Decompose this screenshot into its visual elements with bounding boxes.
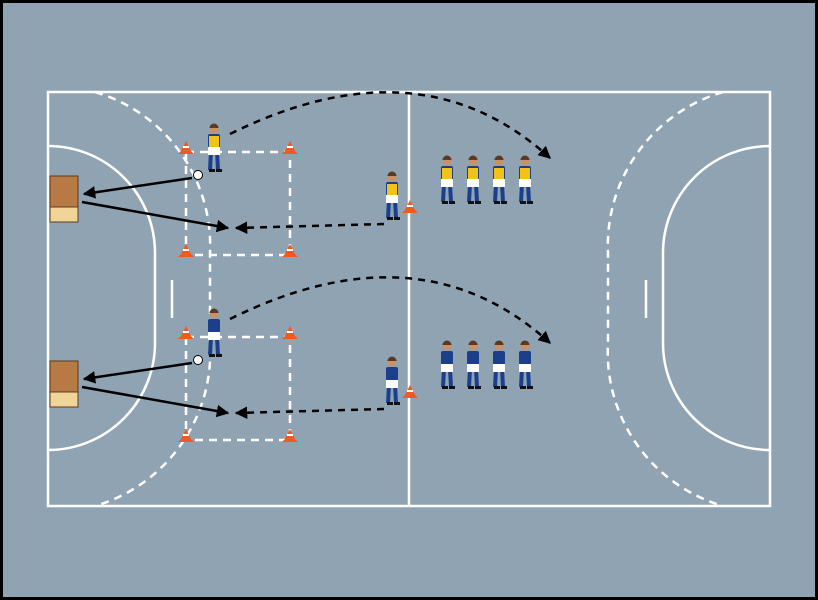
active-player — [208, 308, 222, 357]
active-player — [208, 123, 222, 172]
ball-icon — [193, 170, 203, 180]
run-arrow — [229, 91, 551, 159]
cone-icon — [282, 429, 298, 442]
left-goal-area — [47, 144, 157, 452]
court-lines — [46, 90, 772, 508]
waiting-player — [519, 155, 533, 204]
vaulting-box-icon — [49, 175, 79, 208]
waiting-player — [519, 340, 533, 389]
waiting-player — [467, 340, 481, 389]
drill-group-bottom — [49, 276, 551, 442]
left-free-throw-line — [94, 90, 212, 508]
right-free-throw-line — [606, 90, 724, 508]
pass-arrow — [82, 176, 193, 199]
cone-icon — [402, 200, 418, 213]
cone-icon — [178, 429, 194, 442]
right-goal-area — [661, 144, 771, 452]
waiting-player — [493, 340, 507, 389]
ball-icon — [193, 355, 203, 365]
cone-icon — [178, 141, 194, 154]
vaulting-box-base — [49, 206, 79, 223]
run-arrow — [229, 276, 551, 344]
vaulting-box-icon — [49, 360, 79, 393]
cone-icon — [402, 385, 418, 398]
passing-player — [386, 356, 400, 405]
drill-group-top — [49, 91, 551, 257]
waiting-player — [441, 155, 455, 204]
cone-icon — [282, 141, 298, 154]
run-arrow — [234, 221, 385, 234]
cone-icon — [282, 326, 298, 339]
waiting-player — [467, 155, 481, 204]
cone-icon — [178, 326, 194, 339]
cone-icon — [178, 244, 194, 257]
run-arrow — [234, 406, 385, 419]
pass-arrow — [81, 200, 230, 233]
waiting-player — [441, 340, 455, 389]
passing-player — [386, 171, 400, 220]
waiting-player — [493, 155, 507, 204]
pass-arrow — [81, 385, 230, 418]
vaulting-box-base — [49, 391, 79, 408]
cone-icon — [282, 244, 298, 257]
pass-arrow — [82, 361, 193, 384]
